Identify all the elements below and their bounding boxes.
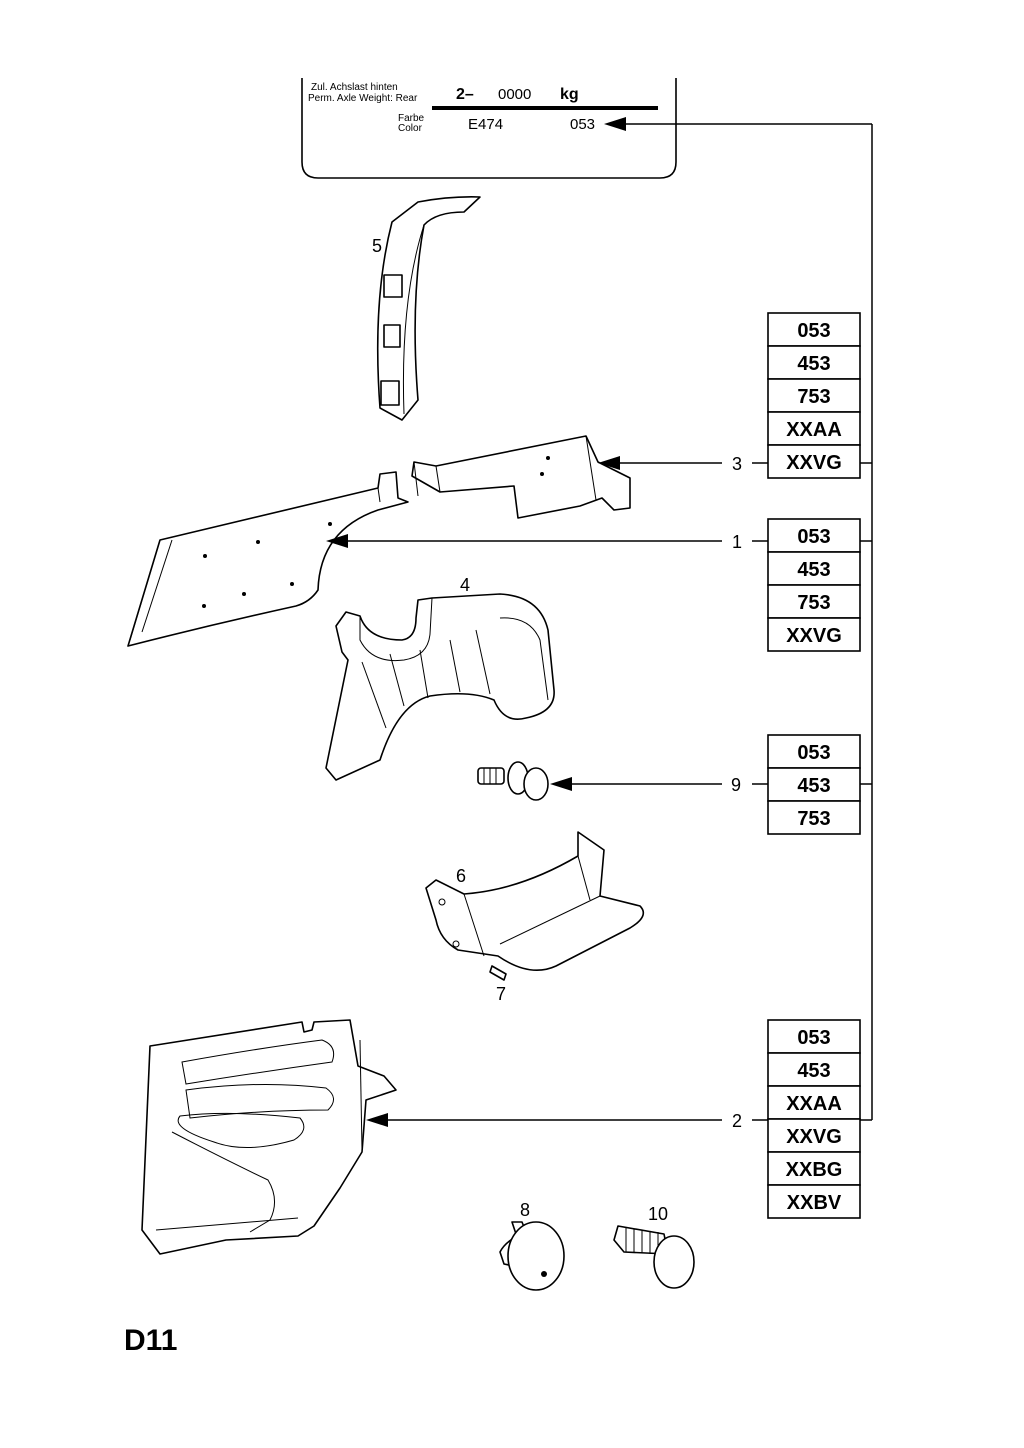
code-cell: 453 (797, 353, 830, 375)
code-cell: XXVG (786, 1126, 842, 1148)
axle-label-de: Zul. Achslast hinten (311, 82, 398, 93)
code-cell: 753 (797, 386, 830, 408)
axle-unit: kg (560, 86, 579, 103)
color-code: 053 (570, 116, 595, 133)
color-label-de: Farbe (398, 113, 425, 124)
part-5-pillar-trim: 5 (372, 196, 481, 421)
callout-10: 10 (648, 1204, 668, 1224)
code-cell: 053 (797, 742, 830, 764)
part-6-lower-cover: 6 (425, 831, 645, 972)
leader-lines: 3 1 9 2 (326, 117, 873, 1131)
part-10-tree-clip: 10 (613, 1204, 695, 1289)
code-cell: XXVG (786, 625, 842, 647)
code-group-part-3: 053 453 753 XXAA XXVG (767, 312, 861, 479)
code-cell: 453 (797, 775, 830, 797)
code-cell: XXAA (786, 1093, 842, 1115)
code-cell: XXVG (786, 452, 842, 474)
callout-1: 1 (732, 532, 742, 552)
code-cell: XXBG (786, 1159, 843, 1181)
part-7-screw: 7 (489, 965, 507, 1004)
code-cell: 453 (797, 1060, 830, 1082)
part-2-rear-panel (141, 1019, 397, 1255)
code-cell: 053 (797, 1027, 830, 1049)
code-cell: XXBV (787, 1192, 842, 1214)
axle-value: 0000 (498, 86, 531, 103)
page-id: D11 (124, 1324, 177, 1357)
callout-9: 9 (731, 775, 741, 795)
callout-8: 8 (520, 1200, 530, 1220)
code-cell: 053 (797, 320, 830, 342)
code-cell: 753 (797, 592, 830, 614)
callout-4: 4 (460, 575, 470, 595)
axle-label-en: Perm. Axle Weight: Rear (308, 93, 418, 104)
code-cell: 053 (797, 526, 830, 548)
callout-7: 7 (496, 984, 506, 1004)
part-9-fastener (477, 761, 549, 801)
callout-3: 3 (732, 454, 742, 474)
color-label-en: Color (398, 123, 423, 134)
part-1-side-trim (127, 471, 409, 647)
paint-code: E474 (468, 116, 503, 133)
part-8-clip: 8 (499, 1200, 565, 1291)
callout-2: 2 (732, 1111, 742, 1131)
callout-5: 5 (372, 236, 382, 256)
code-group-part-2: 053 453 XXAA XXVG XXBG XXBV (767, 1019, 861, 1219)
code-cell: 753 (797, 808, 830, 830)
part-3-upper-trim (411, 435, 631, 519)
callout-6: 6 (456, 866, 466, 886)
id-plate: Zul. Achslast hinten Perm. Axle Weight: … (301, 78, 677, 179)
code-group-part-9: 053 453 753 (767, 734, 861, 835)
code-cell: 453 (797, 559, 830, 581)
axle-prefix: 2– (456, 86, 474, 103)
part-4-wheelarch-cover: 4 (325, 575, 555, 781)
code-cell: XXAA (786, 419, 842, 441)
code-group-part-1: 053 453 753 XXVG (767, 518, 861, 652)
